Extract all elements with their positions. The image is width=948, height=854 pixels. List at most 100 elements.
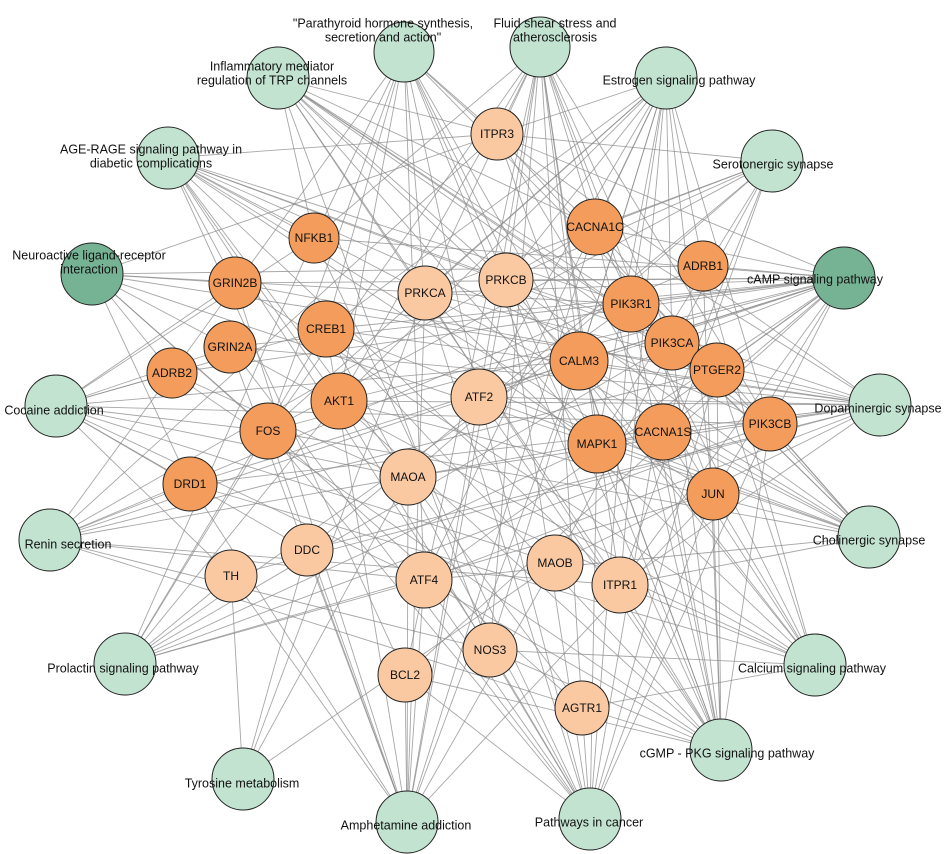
pathway-label: AGE-RAGE signaling pathway in xyxy=(60,142,242,156)
gene-node-bcl2[interactable]: BCL2 xyxy=(377,647,433,703)
gene-label: CACNA1S xyxy=(635,425,692,439)
edge-maob-amphetamine xyxy=(406,562,556,823)
edge-nfkb1-cocaine xyxy=(55,237,315,407)
gene-circle xyxy=(567,414,627,474)
gene-node-ddc[interactable]: DDC xyxy=(280,523,334,577)
pathway-node-camp[interactable]: cAMP signaling pathway xyxy=(747,246,884,310)
pathway-node-calcium[interactable]: Calcium signaling pathway xyxy=(738,633,887,697)
gene-label: PIK3CA xyxy=(651,336,694,350)
gene-circle xyxy=(239,402,297,460)
edge-itpr1-dopaminergic xyxy=(619,404,881,586)
gene-node-adrb1[interactable]: ADRB1 xyxy=(677,240,729,292)
gene-node-nfkb1[interactable]: NFKB1 xyxy=(288,212,340,264)
pathway-node-renin[interactable]: Renin secretion xyxy=(18,508,111,572)
pathway-node-prolactin[interactable]: Prolactin signaling pathway xyxy=(47,632,199,696)
edge-nos3-calcium xyxy=(489,649,816,666)
gene-node-fos[interactable]: FOS xyxy=(239,402,297,460)
pathway-node-cocaine[interactable]: Cocaine addiction xyxy=(4,374,104,438)
edge-th-cocaine xyxy=(55,405,232,577)
pathway-circle xyxy=(375,790,439,854)
edge-nfkb1-pthr xyxy=(313,51,405,239)
gene-node-drd1[interactable]: DRD1 xyxy=(162,456,218,512)
gene-node-jun[interactable]: JUN xyxy=(686,467,740,521)
pathway-node-amphetamine[interactable]: Amphetamine addiction xyxy=(341,790,472,854)
pathway-label: Prolactin signaling pathway xyxy=(47,661,199,675)
gene-node-mapk1[interactable]: MAPK1 xyxy=(567,414,627,474)
edge-itpr1-camp xyxy=(619,277,845,586)
pathway-label: Estrogen signaling pathway xyxy=(603,73,757,87)
gene-circle xyxy=(634,403,692,461)
pathway-label: cAMP signaling pathway xyxy=(747,272,884,286)
gene-node-maob[interactable]: MAOB xyxy=(526,534,584,592)
gene-label: MAOB xyxy=(537,556,572,570)
gene-node-akt1[interactable]: AKT1 xyxy=(310,372,368,430)
gene-node-pik3r1[interactable]: PIK3R1 xyxy=(602,275,660,333)
edge-akt1-prolactin xyxy=(124,400,340,665)
gene-label: TH xyxy=(223,569,239,583)
pathway-circle xyxy=(18,508,82,572)
edge-grin2b-camp xyxy=(234,277,845,284)
edge-itpr3-inflam xyxy=(277,77,498,135)
gene-node-creb1[interactable]: CREB1 xyxy=(297,300,355,358)
gene-node-agtr1[interactable]: AGTR1 xyxy=(554,680,610,736)
pathway-circle xyxy=(509,16,571,78)
gene-circle xyxy=(397,265,453,321)
gene-node-calm3[interactable]: CALM3 xyxy=(549,331,609,391)
pathway-node-tyrosine[interactable]: Tyrosine metabolism xyxy=(185,747,300,811)
pathway-node-estrogen[interactable]: Estrogen signaling pathway xyxy=(603,46,757,110)
gene-circle xyxy=(204,549,258,603)
gene-node-nos3[interactable]: NOS3 xyxy=(462,622,518,678)
gene-node-th[interactable]: TH xyxy=(204,549,258,603)
gene-node-maoa[interactable]: MAOA xyxy=(379,448,437,506)
gene-label: NOS3 xyxy=(474,643,507,657)
pathway-label: Amphetamine addiction xyxy=(341,818,472,832)
edge-atf2-fluid xyxy=(478,46,541,398)
pathway-node-cgmp[interactable]: cGMP - PKG signaling pathway xyxy=(640,718,816,782)
edge-creb1-estrogen xyxy=(325,77,667,330)
gene-node-pik3ca[interactable]: PIK3CA xyxy=(644,315,700,371)
edge-drd1-amphetamine xyxy=(189,483,408,823)
pathway-node-cholinergic[interactable]: Cholinergic synapse xyxy=(813,505,926,569)
gene-node-itpr3[interactable]: ITPR3 xyxy=(470,107,524,161)
gene-node-cacna1c[interactable]: CACNA1C xyxy=(566,198,624,256)
edge-ptger2-cgmp xyxy=(716,369,722,751)
edge-mapk1-age xyxy=(167,157,598,445)
pathway-node-pthr[interactable]: "Parathyroid hormone synthesis,secretion… xyxy=(293,16,473,83)
edge-agtr1-calcium xyxy=(581,664,816,709)
pathway-label: interaction xyxy=(60,262,118,276)
gene-node-atf4[interactable]: ATF4 xyxy=(395,551,453,609)
pathway-label: Dopaminergic synapse xyxy=(814,401,941,415)
edge-pik3r1-age xyxy=(167,157,632,305)
gene-node-pik3cb[interactable]: PIK3CB xyxy=(742,396,798,452)
nodes-layer: "Parathyroid hormone synthesis,secretion… xyxy=(4,16,942,854)
gene-circle xyxy=(549,331,609,391)
pathway-node-cancer[interactable]: Pathways in cancer xyxy=(535,787,643,851)
gene-node-cacna1s[interactable]: CACNA1S xyxy=(634,403,692,461)
gene-node-prkcb[interactable]: PRKCB xyxy=(478,252,534,308)
edge-mapk1-cgmp xyxy=(596,443,722,751)
edge-ddc-tyrosine xyxy=(242,549,308,780)
gene-node-grin2a[interactable]: GRIN2A xyxy=(203,320,257,374)
pathway-label: cGMP - PKG signaling pathway xyxy=(640,746,816,760)
edge-ptger2-cancer xyxy=(589,369,718,820)
gene-node-prkca[interactable]: PRKCA xyxy=(397,265,453,321)
gene-label: AGTR1 xyxy=(562,701,602,715)
pathway-circle xyxy=(634,46,698,110)
gene-node-adrb2[interactable]: ADRB2 xyxy=(146,347,198,399)
edge-pik3r1-prolactin xyxy=(124,303,632,665)
gene-node-atf2[interactable]: ATF2 xyxy=(450,368,508,426)
gene-node-itpr1[interactable]: ITPR1 xyxy=(591,556,649,614)
gene-circle xyxy=(280,523,334,577)
gene-node-ptger2[interactable]: PTGER2 xyxy=(689,342,745,398)
pathway-circle xyxy=(689,718,753,782)
edge-adrb1-estrogen xyxy=(665,77,704,267)
pathway-node-serotonergic[interactable]: Serotonergic synapse xyxy=(713,129,834,193)
pathway-node-dopaminergic[interactable]: Dopaminergic synapse xyxy=(814,373,942,437)
gene-label: PTGER2 xyxy=(693,363,741,377)
gene-node-grin2b[interactable]: GRIN2B xyxy=(208,256,262,310)
edge-pik3r1-inflam xyxy=(277,77,632,305)
